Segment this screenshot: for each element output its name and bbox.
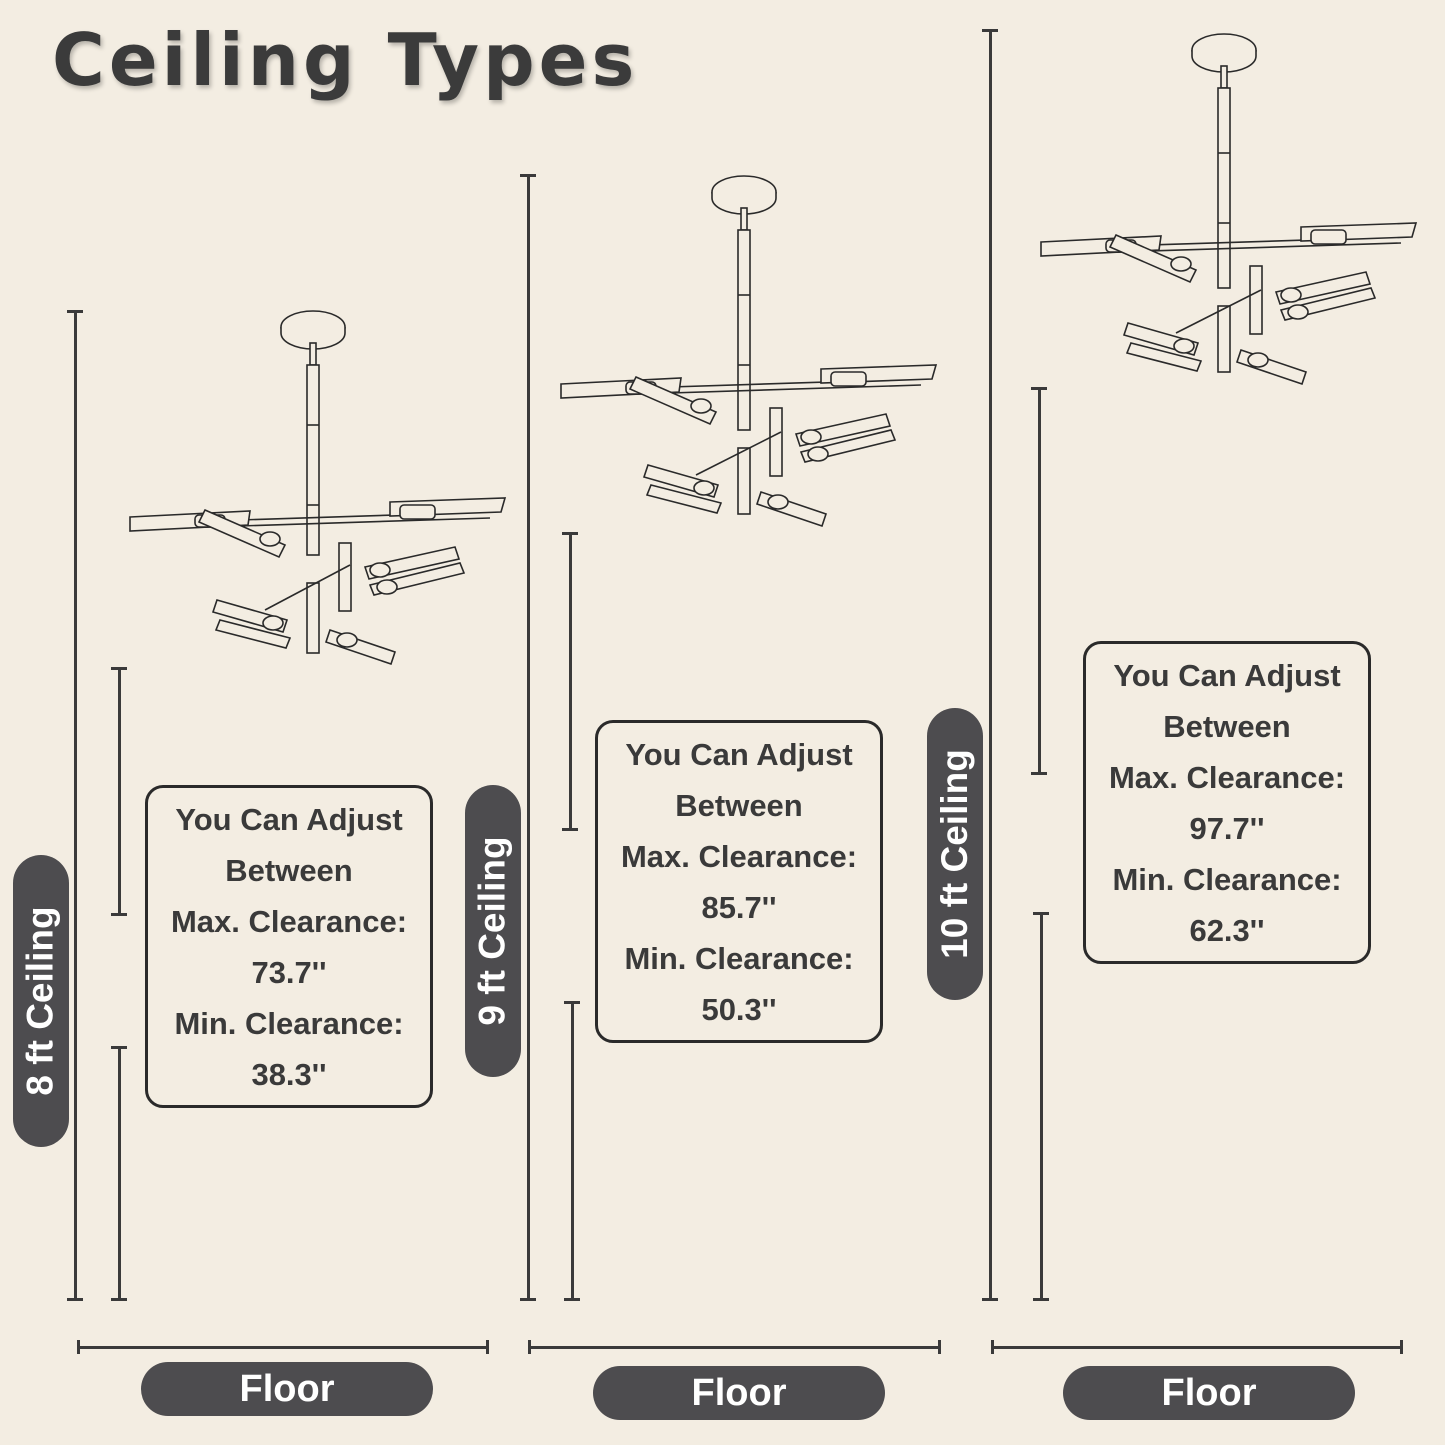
max-clearance-top-tick: [562, 532, 578, 535]
min-clearance-line: [571, 1002, 574, 1300]
max-clearance-bottom-tick: [111, 913, 127, 916]
info-line-adjust: You Can Adjust: [175, 801, 403, 837]
ceiling-label-pill: 10 ft Ceiling: [927, 708, 983, 1000]
min-clearance-label: Min. Clearance:: [174, 1005, 404, 1041]
min-clearance-value: 38.3'': [251, 1056, 327, 1092]
max-clearance-bottom-tick: [562, 828, 578, 831]
min-clearance-bottom-tick: [1033, 1298, 1049, 1301]
ceiling-label: 10 ft Ceiling: [934, 749, 976, 959]
floor-line: [992, 1346, 1403, 1349]
max-clearance-label: Max. Clearance:: [170, 903, 408, 939]
clearance-info-box: You Can Adjust Between Max. Clearance: 9…: [1083, 641, 1371, 964]
floor-label-pill: Floor: [593, 1366, 885, 1420]
min-clearance-value: 50.3'': [701, 991, 777, 1027]
max-clearance-top-tick: [111, 667, 127, 670]
ceiling-height-line: [74, 311, 77, 1300]
min-clearance-top-tick: [1033, 912, 1049, 915]
info-line-adjust: You Can Adjust: [625, 736, 853, 772]
floor-label: Floor: [691, 1371, 787, 1414]
ceiling-label-pill: 8 ft Ceiling: [13, 855, 69, 1147]
floor-right-tick: [938, 1340, 941, 1354]
chandelier-illustration: [129, 310, 507, 666]
ceiling-height-bottom-tick: [67, 1298, 83, 1301]
info-line-between: Between: [225, 852, 353, 888]
ceiling-height-top-tick: [520, 174, 536, 177]
max-clearance-line: [569, 533, 572, 830]
floor-label: Floor: [1161, 1371, 1257, 1414]
min-clearance-bottom-tick: [564, 1298, 580, 1301]
floor-left-tick: [991, 1340, 994, 1354]
max-clearance-label: Max. Clearance:: [620, 838, 858, 874]
max-clearance-value: 85.7'': [701, 889, 777, 925]
chandelier-illustration: [1040, 33, 1418, 386]
ceiling-label: 9 ft Ceiling: [472, 836, 513, 1026]
ceiling-label: 8 ft Ceiling: [20, 906, 61, 1096]
min-clearance-label: Min. Clearance:: [624, 940, 854, 976]
ceiling-height-line: [527, 175, 530, 1300]
max-clearance-top-tick: [1031, 387, 1047, 390]
info-line-between: Between: [1163, 708, 1291, 744]
ceiling-height-bottom-tick: [520, 1298, 536, 1301]
min-clearance-label: Min. Clearance:: [1112, 861, 1342, 897]
min-clearance-top-tick: [111, 1046, 127, 1049]
ceiling-label-pill: 9 ft Ceiling: [465, 785, 521, 1077]
floor-line: [529, 1346, 940, 1349]
clearance-info-box: You Can Adjust Between Max. Clearance: 8…: [595, 720, 883, 1043]
min-clearance-line: [1040, 913, 1043, 1300]
floor-left-tick: [528, 1340, 531, 1354]
ceiling-height-top-tick: [67, 310, 83, 313]
info-line-adjust: You Can Adjust: [1113, 657, 1341, 693]
max-clearance-label: Max. Clearance:: [1108, 759, 1346, 795]
page-title: Ceiling Types: [52, 18, 639, 102]
ceiling-height-line: [989, 30, 992, 1300]
min-clearance-value: 62.3'': [1189, 912, 1265, 948]
max-clearance-line: [1038, 388, 1041, 775]
floor-left-tick: [77, 1340, 80, 1354]
max-clearance-value: 97.7'': [1189, 810, 1265, 846]
min-clearance-line: [118, 1047, 121, 1300]
ceiling-height-bottom-tick: [982, 1298, 998, 1301]
clearance-info-box: You Can Adjust Between Max. Clearance: 7…: [145, 785, 433, 1108]
info-line-between: Between: [675, 787, 803, 823]
floor-label-pill: Floor: [141, 1362, 433, 1416]
floor-right-tick: [1400, 1340, 1403, 1354]
ceiling-height-top-tick: [982, 29, 998, 32]
min-clearance-bottom-tick: [111, 1298, 127, 1301]
floor-line: [78, 1346, 489, 1349]
floor-label: Floor: [239, 1367, 335, 1410]
min-clearance-top-tick: [564, 1001, 580, 1004]
max-clearance-value: 73.7'': [251, 954, 327, 990]
max-clearance-line: [118, 668, 121, 916]
max-clearance-bottom-tick: [1031, 772, 1047, 775]
floor-right-tick: [486, 1340, 489, 1354]
chandelier-illustration: [560, 175, 938, 528]
floor-label-pill: Floor: [1063, 1366, 1355, 1420]
